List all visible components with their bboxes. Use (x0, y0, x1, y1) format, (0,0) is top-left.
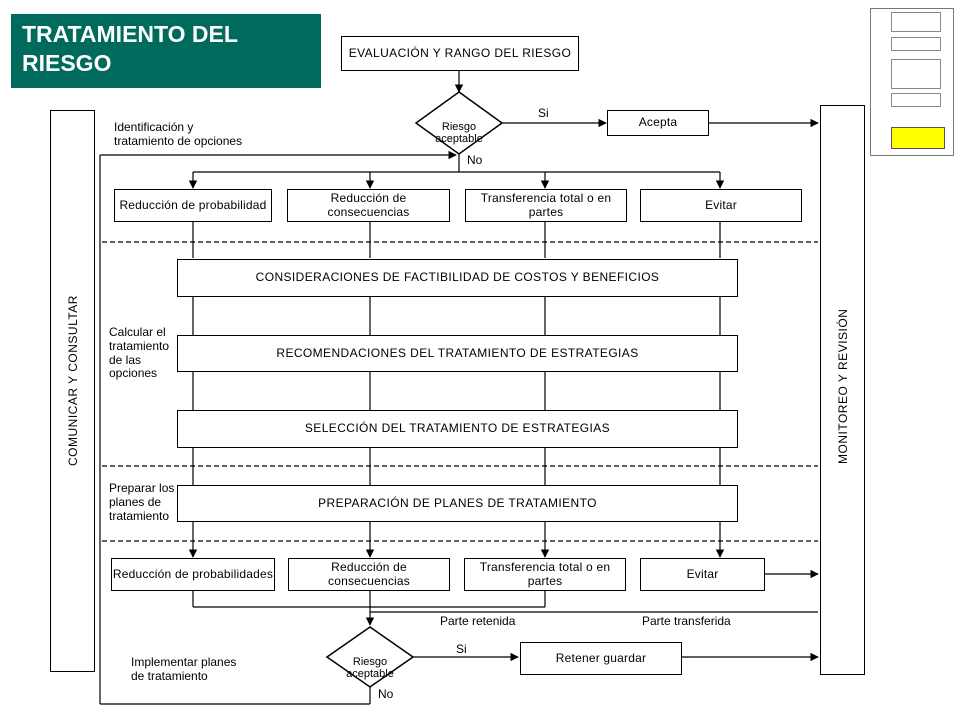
decision-1-no: No (467, 153, 483, 167)
monitor-label: MONITOREO Y REVISIÓN (836, 308, 850, 464)
option-reduce-probability: Reducción de probabilidad (114, 189, 272, 222)
label-identification: Identificación y tratamiento de opciones (114, 120, 243, 148)
recommendations-box: RECOMENDACIONES DEL TRATAMIENTO DE ESTRA… (177, 335, 738, 372)
option-transfer: Transferencia total o en partes (465, 189, 627, 222)
page-title: TRATAMIENTO DEL RIESGO (11, 14, 321, 88)
decision-diamond-1 (414, 91, 504, 155)
option-avoid: Evitar (640, 189, 802, 222)
option2-avoid: Evitar (640, 558, 765, 591)
thumbnail-stage-2 (891, 37, 941, 51)
option2-reduce-probabilities: Reducción de probabilidades (111, 558, 275, 591)
communicate-label: COMUNICAR Y CONSULTAR (66, 295, 80, 466)
communicate-panel (50, 110, 95, 672)
label-prepare: Preparar los planes de tratamiento (109, 481, 175, 523)
decision-1-yes: Si (538, 106, 549, 120)
risk-evaluation-box: EVALUACIÓN Y RANGO DEL RIESGO (341, 36, 579, 71)
preparation-box: PREPARACIÓN DE PLANES DE TRATAMIENTO (177, 485, 738, 522)
considerations-box: CONSIDERACIONES DE FACTIBILIDAD DE COSTO… (177, 259, 738, 297)
selection-box: SELECCIÓN DEL TRATAMIENTO DE ESTRATEGIAS (177, 410, 738, 448)
thumbnail-highlight (891, 127, 945, 149)
label-implement: Implementar planes de tratamiento (131, 655, 237, 683)
accept-box: Acepta (607, 110, 709, 136)
decision-2-yes: Si (456, 642, 467, 656)
option2-reduce-consequences: Reducción de consecuencias (288, 558, 450, 591)
option2-transfer: Transferencia total o en partes (464, 558, 626, 591)
option-reduce-consequences: Reducción de consecuencias (287, 189, 450, 222)
decision-diamond-2 (325, 626, 415, 688)
thumbnail-stage-1 (891, 12, 941, 32)
retain-box: Retener guardar (520, 642, 682, 675)
decision-2-no: No (378, 687, 394, 701)
thumbnail-outline (870, 8, 954, 156)
label-calculate: Calcular el tratamiento de las opciones (109, 325, 170, 381)
retained-label: Parte retenida (440, 614, 516, 628)
monitor-panel (820, 105, 865, 675)
transferred-label: Parte transferida (642, 614, 731, 628)
thumbnail-stage-4 (891, 93, 941, 107)
thumbnail-stage-3 (891, 59, 941, 89)
